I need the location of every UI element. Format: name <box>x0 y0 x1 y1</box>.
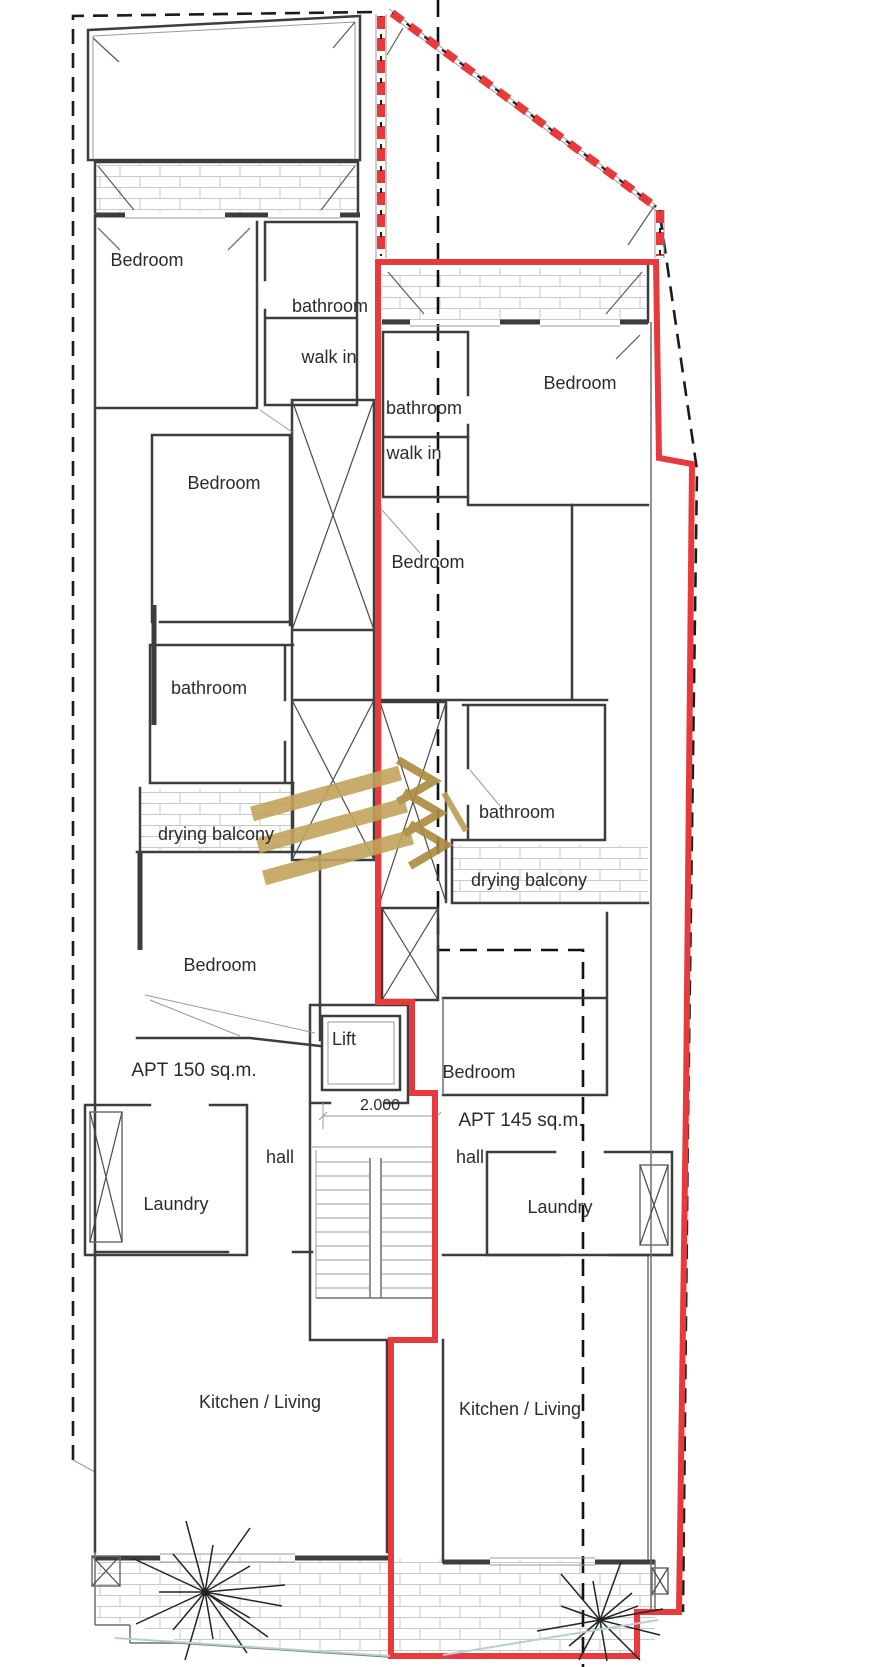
room-label-kitchen-living: Kitchen / Living <box>199 1392 321 1412</box>
shaft-box <box>651 1567 669 1595</box>
room-label-bedroom: Bedroom <box>442 1062 515 1082</box>
room-label-laundry: Laundry <box>143 1194 208 1214</box>
room-label-bathroom: bathroom <box>292 296 368 316</box>
shaft-box <box>89 1111 123 1243</box>
rear-terrace-hatch <box>97 1554 655 1655</box>
room-label-bedroom: Bedroom <box>110 250 183 270</box>
lift-room <box>320 1014 402 1092</box>
room-label-bathroom: bathroom <box>171 678 247 698</box>
drying-balcony-right-hatch <box>452 845 648 903</box>
room-label-bedroom: Bedroom <box>183 955 256 975</box>
apartment-area-label: APT 145 sq.m. <box>458 1110 583 1131</box>
railing-lines <box>114 1619 659 1657</box>
light-wells-and-shafts <box>89 399 669 1595</box>
shaft-x-icon <box>91 1555 121 1587</box>
shaft-x-icon <box>651 1567 669 1595</box>
room-label-laundry: Laundry <box>527 1197 592 1217</box>
room-label-bedroom: Bedroom <box>187 473 260 493</box>
light-well-x-icon <box>291 399 375 631</box>
light-well-x-icon <box>379 701 447 903</box>
balcony-hatch-areas <box>95 162 655 1655</box>
staircase <box>315 1150 434 1299</box>
corner-splay-marks <box>92 21 656 360</box>
front-balcony-left-hatch <box>95 162 358 212</box>
room-label-bathroom: bathroom <box>479 802 555 822</box>
plant-icon <box>536 1561 664 1662</box>
shaft-x-icon <box>89 1111 123 1243</box>
room-label-hall: hall <box>456 1147 484 1167</box>
room-label-drying-balcony: drying balcony <box>471 870 587 890</box>
airspace-red-dashed-boundary <box>377 9 664 256</box>
plant-icon <box>131 1520 286 1661</box>
room-label-hall: hall <box>266 1147 294 1167</box>
door-swing-line <box>144 409 501 1037</box>
light-well-x-icon <box>381 907 439 1001</box>
apartment-145-red-boundary <box>375 259 696 1659</box>
room-label-kitchen-living: Kitchen / Living <box>459 1399 581 1419</box>
room-label-bedroom: Bedroom <box>391 552 464 572</box>
stair-treads <box>316 1161 433 1289</box>
shaft-x-icon <box>639 1164 669 1246</box>
site-boundary-corner <box>72 1459 96 1473</box>
room-label-bathroom: bathroom <box>386 398 462 418</box>
room-label-drying-balcony: drying balcony <box>158 824 274 844</box>
labels: Bedroom bathroom walk in Bedroom bathroo… <box>110 250 616 1419</box>
plants <box>131 1520 664 1662</box>
room-label-walk-in: walk in <box>385 443 441 463</box>
site-boundary-right <box>658 214 699 1613</box>
shaft-box <box>639 1164 669 1246</box>
front-balcony-right-hatch <box>382 268 646 320</box>
apartment-area-label: APT 150 sq.m. <box>131 1060 256 1081</box>
room-label-walk-in: walk in <box>300 347 356 367</box>
stair-opening-dim-label: 2.000 <box>360 1097 400 1114</box>
section-line <box>436 0 585 1667</box>
property-boundary-dashed <box>71 10 699 1613</box>
section-line-dashed <box>436 0 585 1667</box>
walls <box>83 14 674 1658</box>
watermark-logo <box>249 756 469 886</box>
site-boundary-left-top <box>71 10 376 1460</box>
room-label-bedroom: Bedroom <box>543 373 616 393</box>
shaft-box <box>91 1555 121 1587</box>
room-label-lift: Lift <box>332 1029 356 1049</box>
